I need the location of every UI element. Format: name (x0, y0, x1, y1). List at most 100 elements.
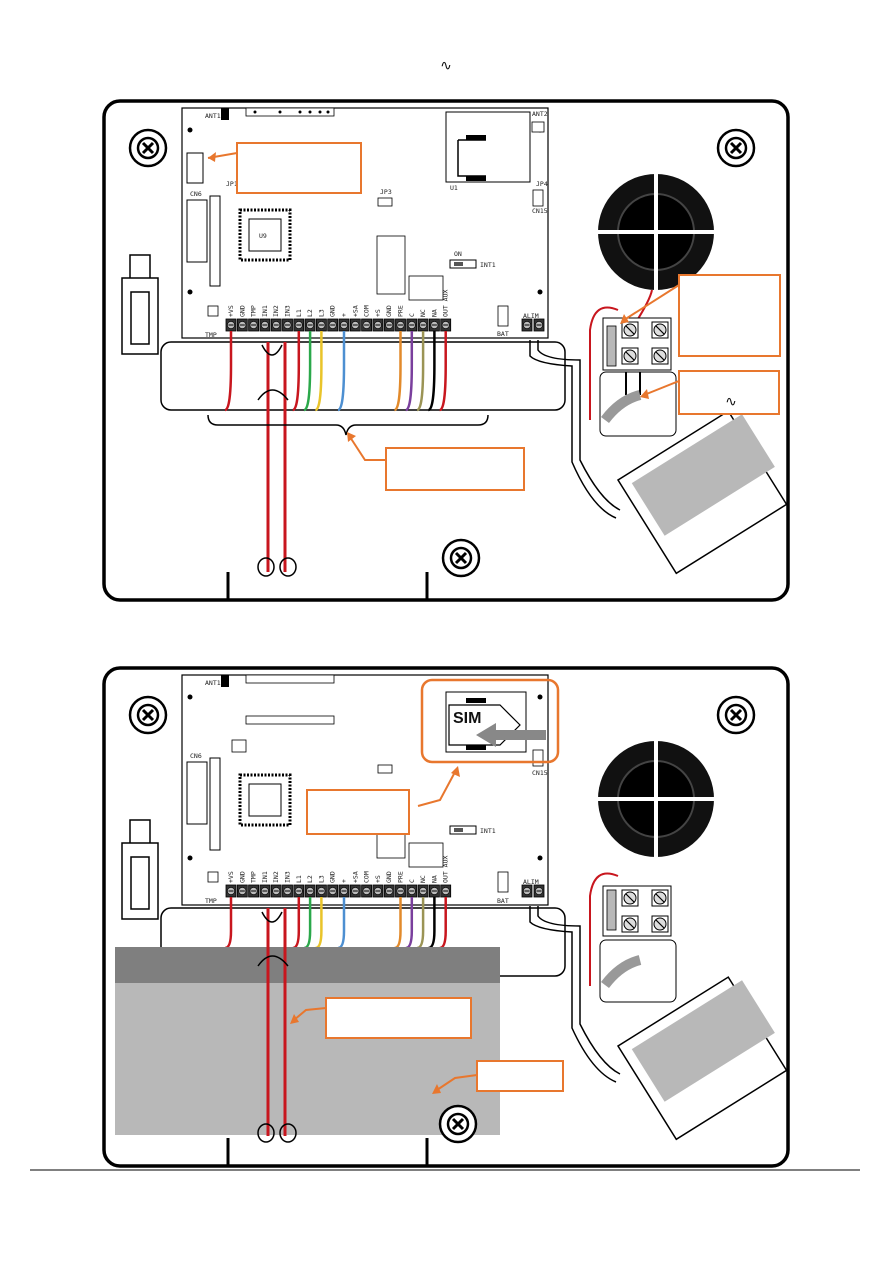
connector-cn-top (186, 152, 204, 184)
callout-mains: ∿ (640, 370, 780, 415)
terminal-screw (225, 884, 237, 898)
diagram-bottom: ANT1 CN6 INT1 TMP BAT ALIM CN15 SIM (102, 666, 790, 1168)
terminal-screw (236, 884, 248, 898)
ant1-label: ANT1 (205, 679, 221, 687)
terminal-label: COM (363, 871, 371, 883)
transformer-icon (616, 976, 788, 1141)
wires-bracket (207, 414, 489, 436)
alim-label: ALIM (523, 312, 539, 320)
terminal-label: C (408, 313, 416, 317)
screw-icon (438, 1104, 478, 1144)
sim-holder-top (445, 111, 531, 183)
wire (224, 331, 233, 412)
terminal-label: OUT AUX (442, 290, 450, 317)
callout-connector (207, 142, 362, 194)
callout-cover (432, 1060, 564, 1094)
terminal-screw (440, 318, 452, 332)
terminal-screw (315, 318, 327, 332)
terminal-screw (304, 318, 316, 332)
terminal-label: GND (385, 871, 393, 883)
terminal-label: L2 (306, 875, 314, 883)
terminal-label: NC (419, 309, 427, 317)
terminal-label: GND (238, 871, 246, 883)
terminal-label: +VS (227, 871, 235, 883)
terminal-screw (327, 884, 339, 898)
callout-sim (306, 766, 460, 835)
wire (416, 331, 425, 412)
wire (337, 331, 346, 412)
zone-cable (257, 342, 297, 577)
cn6-label: CN6 (190, 752, 202, 760)
terminal-wires (224, 331, 447, 412)
alim-terminal (533, 318, 545, 332)
terminal-screw (282, 318, 293, 332)
alim-terminal (533, 884, 545, 898)
terminal-screw (248, 884, 260, 898)
terminal-screw (349, 884, 361, 898)
terminal-label: L3 (317, 309, 325, 317)
bat-label: BAT (497, 897, 509, 905)
wire (439, 331, 447, 412)
terminal-label: +S (374, 309, 382, 317)
terminal-label: IN2 (272, 871, 280, 883)
wire (303, 331, 312, 412)
terminal-label: NC (419, 875, 427, 883)
terminal-label: OUT AUX (442, 856, 450, 883)
wire (314, 331, 323, 412)
terminal-label: GND (385, 305, 393, 317)
bat-label: BAT (497, 330, 509, 338)
terminal-screw (315, 884, 327, 898)
jp3-label: JP3 (380, 188, 392, 196)
terminal-label: +VS (227, 305, 235, 317)
alim-label: ALIM (523, 878, 539, 886)
sim-holder-highlight: SIM (420, 678, 560, 764)
terminal-screw (259, 318, 271, 332)
terminal-label: + (340, 313, 348, 317)
wire (405, 331, 414, 412)
sim-card-label: SIM (453, 710, 481, 727)
terminal-label: +SA (351, 871, 359, 883)
terminal-label: L1 (295, 309, 303, 317)
terminal-label: + (340, 879, 348, 883)
int1-label: INT1 (480, 827, 496, 835)
terminal-screw (428, 318, 440, 332)
alim-terminal (521, 318, 533, 332)
tmp-label: TMP (205, 897, 217, 905)
siren-icon (598, 741, 714, 857)
terminal-label: NA (430, 309, 438, 317)
tamper-switch-icon (121, 254, 159, 355)
cover-plate (115, 947, 500, 983)
terminal-label: NA (430, 875, 438, 883)
terminal-label: GND (329, 871, 337, 883)
processor-chip-icon: U9 (238, 208, 292, 262)
terminal-screw (236, 318, 248, 332)
cn6-label: CN6 (190, 190, 202, 198)
tmp-label: TMP (205, 331, 217, 339)
terminal-label: L1 (295, 875, 303, 883)
terminal-label: +S (374, 875, 382, 883)
screw-icon (128, 128, 168, 168)
int1-on-label: ON (454, 250, 462, 258)
terminal-label: COM (363, 305, 371, 317)
callout-cable (290, 997, 472, 1039)
u1-label: U1 (450, 184, 458, 192)
mains-cable-clamp (599, 939, 677, 1003)
wire (427, 331, 436, 412)
screw-icon (128, 695, 168, 735)
terminal-label: IN3 (284, 305, 292, 317)
terminal-screw (406, 884, 418, 898)
terminal-label: PRE (397, 305, 405, 317)
callout-terminal-strip (620, 274, 781, 357)
zone-cable (257, 908, 297, 1143)
terminal-screw (440, 884, 452, 898)
terminal-screw (395, 318, 406, 332)
terminal-label: C (408, 879, 416, 883)
terminal-screw (372, 318, 384, 332)
int1-label: INT1 (480, 261, 496, 269)
callout-wires (347, 432, 525, 491)
terminal-label: IN1 (261, 871, 269, 883)
terminal-label: +SA (351, 305, 359, 317)
terminal-label: PRE (397, 871, 405, 883)
callout-mains-text: ∿ (725, 394, 737, 410)
